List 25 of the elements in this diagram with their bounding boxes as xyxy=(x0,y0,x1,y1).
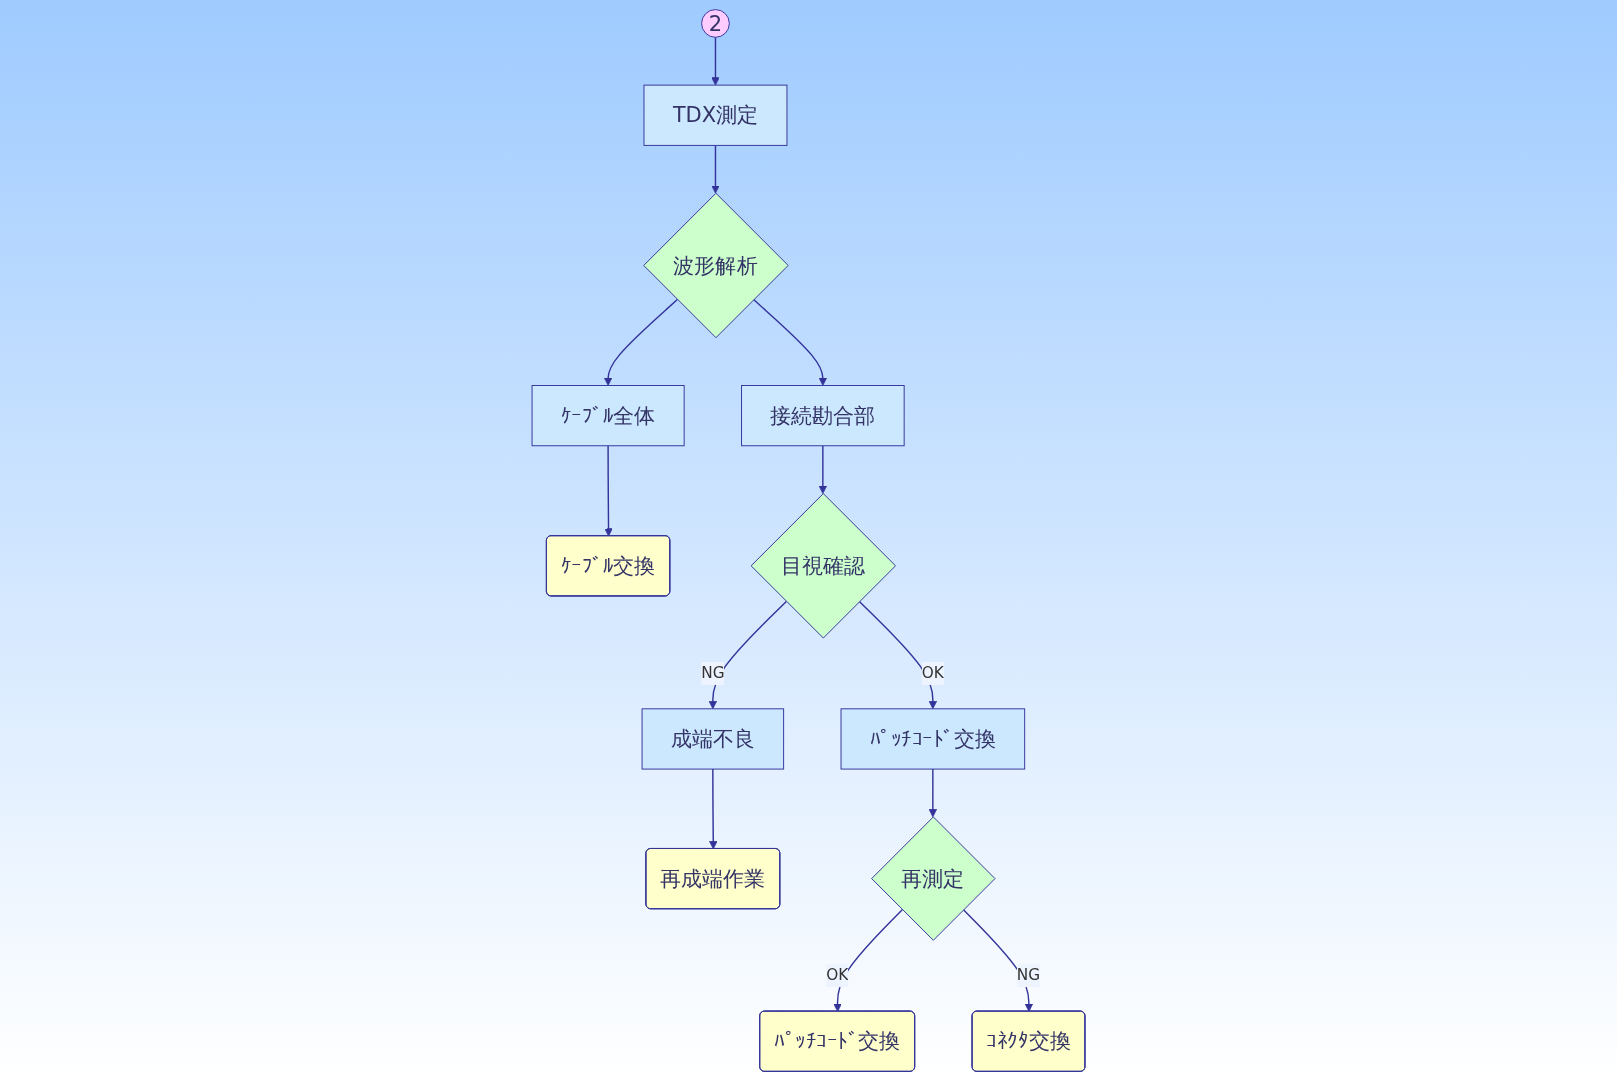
node-box: 接続勘合部 xyxy=(741,385,905,447)
arrow xyxy=(709,768,718,850)
node-box: ｹｰﾌﾞﾙ全体 xyxy=(531,385,685,447)
arrow xyxy=(604,445,613,537)
edge-label: NG xyxy=(1016,966,1041,985)
node-diamond: 波形解析 xyxy=(643,192,789,339)
arrow xyxy=(711,144,720,194)
arrow xyxy=(858,600,938,710)
node-diamond: 目視確認 xyxy=(750,493,897,639)
edge-label: NG xyxy=(701,663,725,683)
node-box: ﾊﾟｯﾁｺｰﾄﾞ交換 xyxy=(840,708,1026,770)
arrow xyxy=(818,445,828,494)
edge-label: OK xyxy=(826,966,849,985)
node-circle: 2 xyxy=(701,9,730,38)
arrow xyxy=(603,298,679,386)
edge-label: OK xyxy=(921,663,944,683)
arrow xyxy=(833,908,903,1012)
node-box: 成端不良 xyxy=(641,708,785,770)
arrow xyxy=(711,36,720,86)
node-diamond: 再測定 xyxy=(871,816,996,941)
arrow xyxy=(708,600,788,710)
arrow xyxy=(962,908,1034,1012)
arrow xyxy=(752,298,828,386)
node-box: TDX測定 xyxy=(643,84,788,146)
arrow xyxy=(928,768,938,818)
